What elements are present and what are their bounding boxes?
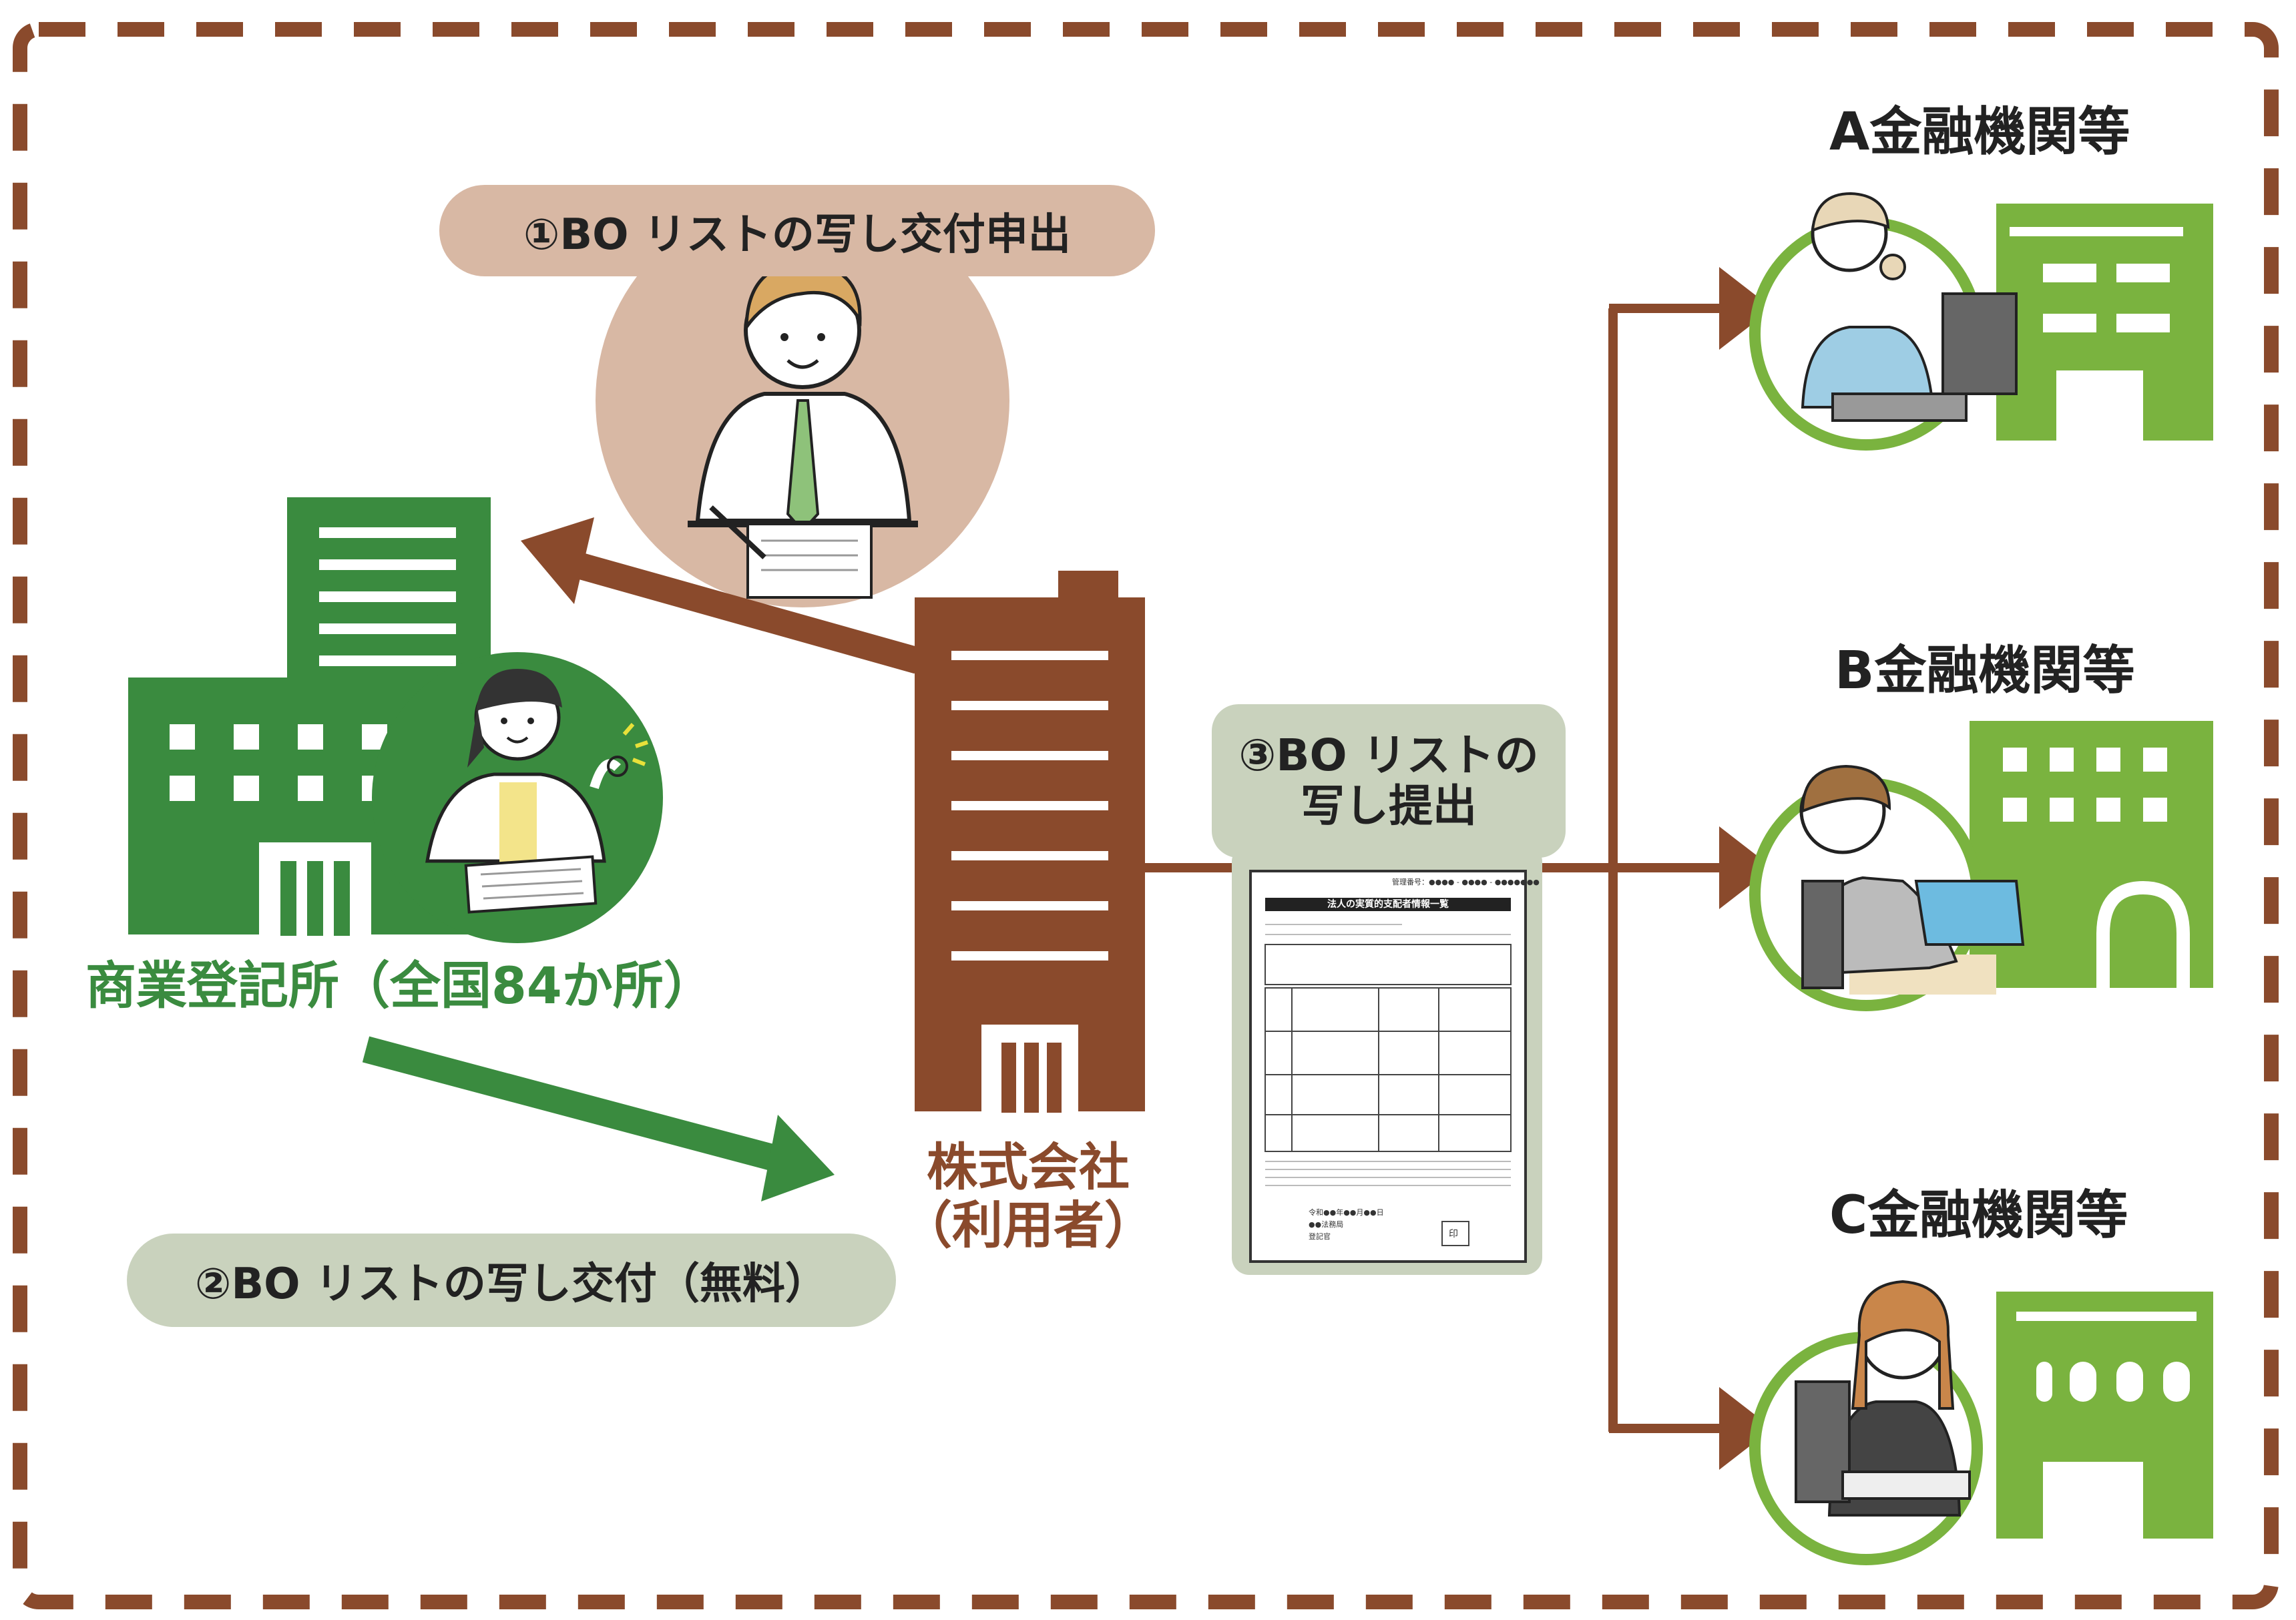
arrow-application — [521, 517, 922, 674]
bank-c-label: C金融機関等 — [1829, 1185, 2128, 1246]
step2-label: ②BO リストの写し交付（無料） — [195, 1260, 828, 1309]
dashed-border — [13, 22, 2279, 1609]
document-footer-date: 令和●●年●●月●●日 — [1309, 1208, 1384, 1217]
bank-c-icon — [1749, 1280, 2213, 1565]
registry-building-icon — [128, 497, 502, 936]
arrow-issue — [362, 1036, 835, 1201]
company-label: 株式会社 （利用者） — [901, 1137, 1155, 1256]
arrow-head-bank-b — [1719, 826, 1773, 909]
arrow-head-bank-c — [1719, 1387, 1773, 1470]
step3-pill: ③BO リストの 写し提出 — [1212, 704, 1566, 858]
step2-pill: ②BO リストの写し交付（無料） — [127, 1234, 896, 1327]
step3-label: ③BO リストの 写し提出 — [1238, 730, 1539, 832]
document-footer-office: ●●法務局 — [1309, 1220, 1344, 1229]
bo-list-document-icon — [1232, 844, 1542, 1275]
company-building-icon — [915, 571, 1145, 1113]
arrow-head-bank-a — [1719, 267, 1773, 350]
step1-label: ①BO リストの写し交付申出 — [523, 210, 1071, 260]
bank-b-icon — [1749, 721, 2213, 1011]
document-header-number: 管理番号：●●●● - ●●●● - ●●●●●●● — [1392, 878, 1540, 886]
applicant-person-icon — [596, 194, 1009, 607]
bank-a-icon — [1749, 192, 2213, 451]
bank-a-label: A金融機関等 — [1829, 102, 2130, 162]
registry-label: 商業登記所（全国84か所） — [85, 956, 714, 1015]
document-seal: 印 — [1449, 1229, 1458, 1240]
step1-pill: ①BO リストの写し交付申出 — [439, 185, 1155, 276]
document-footer-role: 登記官 — [1309, 1232, 1331, 1241]
document-title: 法人の実質的支配者情報一覧 — [1327, 899, 1449, 910]
registry-clerk-icon — [372, 652, 663, 943]
bank-b-label: B金融機関等 — [1835, 641, 2135, 701]
